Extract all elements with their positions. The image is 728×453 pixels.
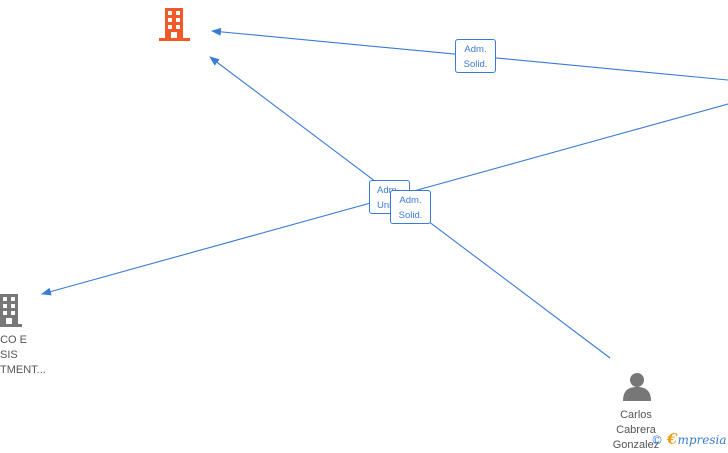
edge-label-role: Adm. (399, 195, 422, 206)
person-name-line: Cabrera (616, 424, 656, 436)
brand-watermark: © €mpresia (651, 430, 727, 448)
person-name-line: Gonzalez (612, 439, 660, 451)
edge-label-role: Adm. (377, 185, 400, 196)
edge-label-role: Adm. (464, 44, 487, 55)
brand-e-logo: € (667, 430, 678, 448)
company-left-name-line: TMENT... (0, 364, 46, 376)
company-left-building-icon[interactable] (0, 294, 22, 327)
edge-label-type: Solid. (398, 210, 423, 221)
company-left-name-line: SIS (0, 349, 18, 361)
brand-name: mpresia (677, 433, 727, 447)
edge-label-top-right[interactable]: Adm. Solid. (455, 39, 496, 73)
copyright-symbol: © (651, 433, 663, 447)
focus-company-building-icon[interactable] (159, 8, 190, 41)
person-name-line: Carlos (620, 409, 652, 421)
company-left-name-line: CO E (0, 334, 27, 346)
edge-label-type: Unico (377, 198, 405, 213)
edge-label-type: Solid. (463, 59, 488, 70)
edge-label-middle-front[interactable]: Adm. Solid. (390, 190, 431, 224)
company-left-name[interactable]: CO E SIS TMENT... (0, 333, 46, 378)
person-name[interactable]: Carlos Cabrera Gonzalez (601, 408, 671, 453)
person-icon[interactable] (623, 373, 651, 401)
